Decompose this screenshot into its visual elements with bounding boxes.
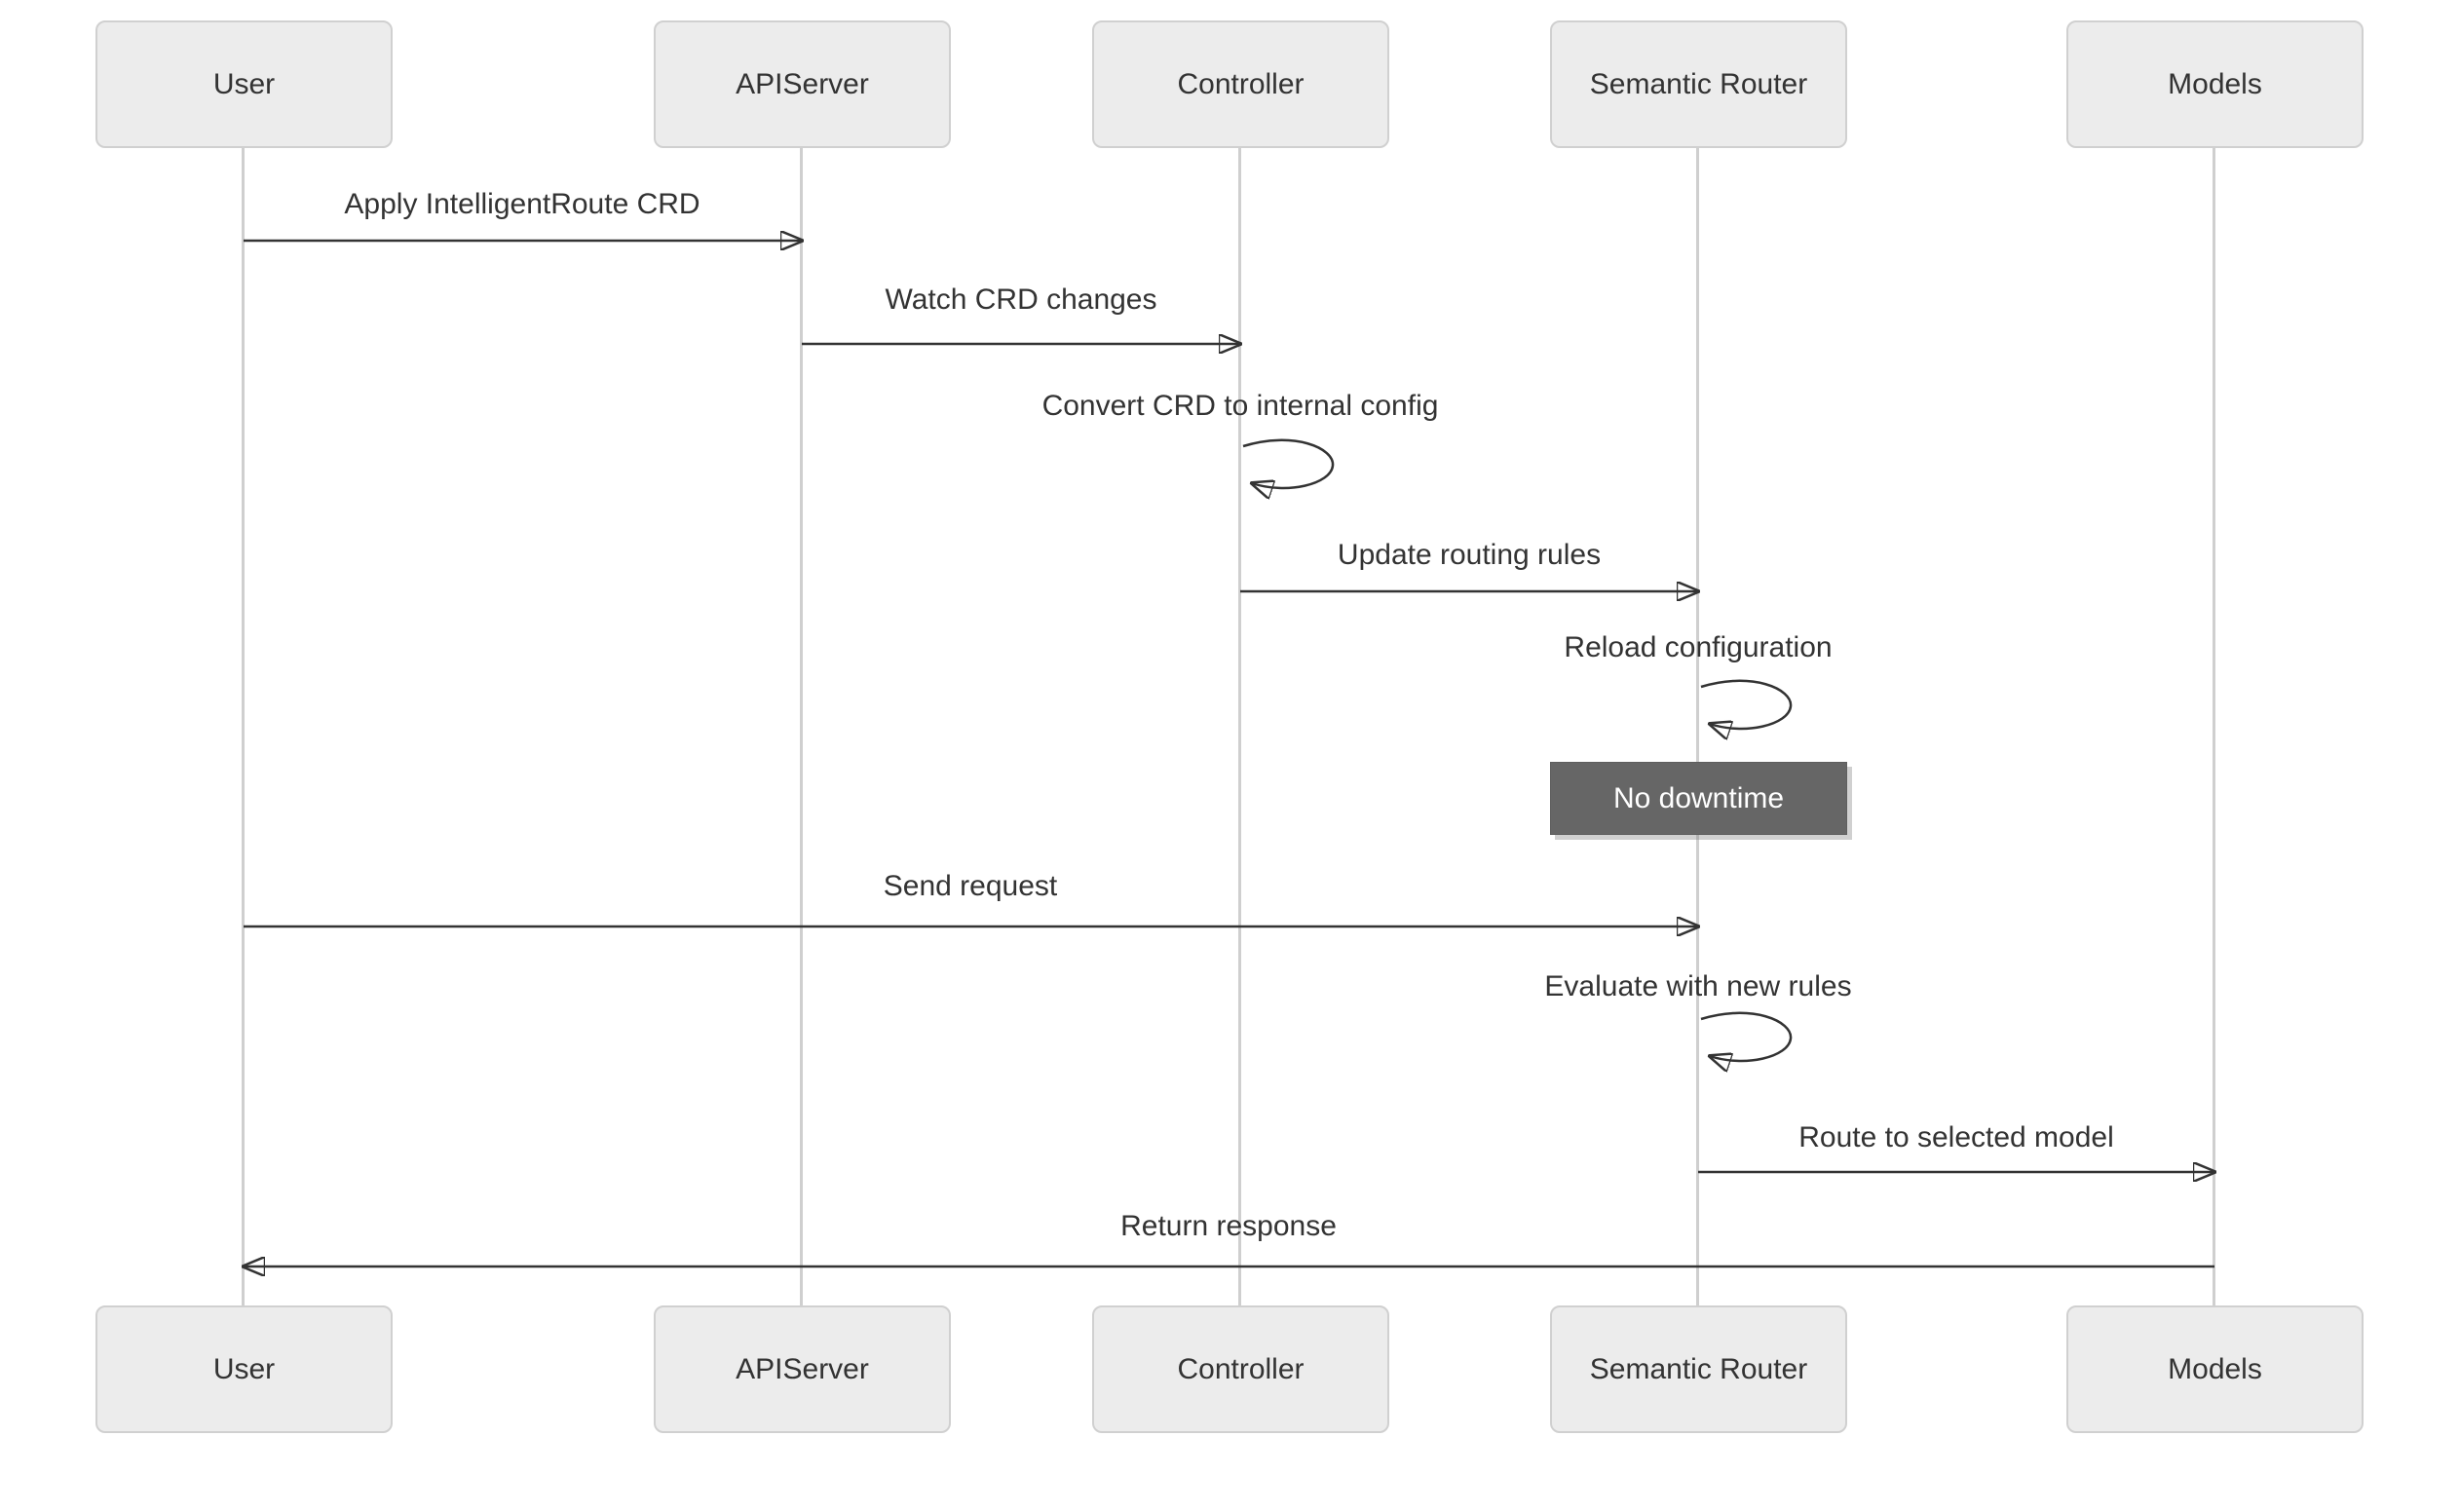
actor-label: APIServer (736, 1352, 869, 1385)
lifeline-models (2213, 148, 2215, 1305)
actor-user-bottom: User (95, 1305, 393, 1433)
self-loop-reload-config (1700, 679, 1793, 729)
note-text: No downtime (1612, 781, 1785, 814)
actor-semantic-router-bottom: Semantic Router (1550, 1305, 1847, 1433)
message-label-apply-crd: Apply IntelligentRoute CRD (344, 188, 700, 220)
actor-models-bottom: Models (2066, 1305, 2364, 1433)
message-label-convert-crd: Convert CRD to internal config (1041, 390, 1439, 422)
message-label-evaluate-rules: Evaluate with new rules (1544, 970, 1852, 1002)
actor-controller-bottom: Controller (1092, 1305, 1389, 1433)
actor-controller-top: Controller (1092, 20, 1389, 148)
self-loop-evaluate-rules (1700, 1011, 1793, 1061)
actor-label: Semantic Router (1589, 1352, 1808, 1385)
lifeline-semantic-router (1696, 148, 1699, 1305)
actor-label: Controller (1177, 1352, 1305, 1385)
actor-label: User (212, 67, 276, 100)
actor-apiserver-top: APIServer (654, 20, 951, 148)
actor-label: Models (2168, 67, 2262, 100)
lifeline-controller (1238, 148, 1241, 1305)
message-label-return-response: Return response (1120, 1210, 1337, 1242)
message-label-watch-crd: Watch CRD changes (885, 284, 1157, 316)
actor-user-top: User (95, 20, 393, 148)
actor-label: Models (2168, 1352, 2262, 1385)
message-label-update-rules: Update routing rules (1337, 539, 1602, 571)
note-no-downtime: No downtime (1550, 762, 1847, 835)
actor-models-top: Models (2066, 20, 2364, 148)
lifeline-user (242, 148, 245, 1305)
actor-label: APIServer (736, 67, 869, 100)
message-label-send-request: Send request (883, 870, 1058, 902)
actor-label: User (212, 1352, 276, 1385)
self-loop-convert-crd (1242, 438, 1335, 488)
actor-apiserver-bottom: APIServer (654, 1305, 951, 1433)
actor-label: Semantic Router (1589, 67, 1808, 100)
message-label-reload-config: Reload configuration (1564, 631, 1833, 663)
message-label-route-model: Route to selected model (1798, 1121, 2114, 1153)
lifeline-apiserver (800, 148, 803, 1305)
actor-semantic-router-top: Semantic Router (1550, 20, 1847, 148)
actor-label: Controller (1177, 67, 1305, 100)
